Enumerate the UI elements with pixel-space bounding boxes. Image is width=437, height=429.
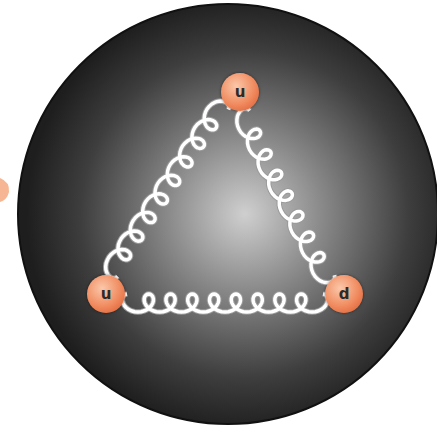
edge-mark: [0, 178, 9, 202]
quark-circle: u: [221, 73, 259, 111]
sphere: [18, 4, 437, 424]
quark-circle: d: [325, 275, 363, 313]
quark-label: u: [235, 85, 246, 100]
quark-label: d: [339, 287, 350, 302]
gluon-spring: [122, 294, 327, 312]
gluon-spring: [237, 109, 335, 283]
quark-label: u: [101, 287, 112, 302]
quark-circle: u: [87, 275, 125, 313]
gluon-spring: [106, 101, 229, 278]
